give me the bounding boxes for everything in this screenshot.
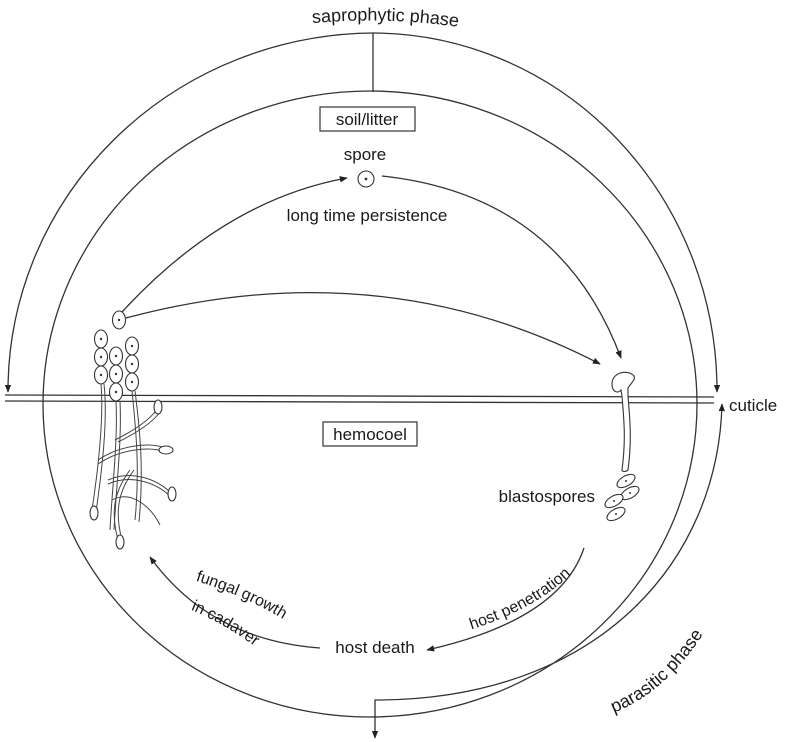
soil-litter-box (319, 106, 416, 132)
host-penetration-label: host penetration (467, 565, 574, 634)
arrow-direct-dispersal (125, 292, 601, 365)
blastospores-icon (604, 473, 640, 522)
arrow-host-penetration (426, 547, 585, 652)
blastospores-label: blastospores (499, 487, 595, 506)
hemocoel-label: hemocoel (333, 425, 407, 444)
parasitic-phase-label: parasitic phase (607, 625, 706, 716)
arrow-spore-to-germination (381, 175, 622, 359)
conidia-cluster-icon (93, 310, 140, 402)
cuticle-line-bottom (4, 400, 715, 404)
saprophytic-arc-left (4, 32, 374, 393)
long-time-persistence-label: long time persistence (287, 206, 448, 225)
spore-label: spore (344, 145, 387, 164)
spore-icon (357, 170, 375, 188)
hyphae-icon (89, 383, 177, 550)
saprophytic-arc-right (372, 32, 721, 393)
saprophytic-phase-label: saprophytic phase (311, 5, 460, 31)
cuticle-label: cuticle (729, 396, 777, 415)
arrow-fungal-growth (149, 556, 321, 649)
parasitic-arc (371, 403, 726, 739)
germinating-spore-icon (611, 371, 635, 473)
hemocoel-box (322, 421, 418, 447)
cuticle-line-top (4, 394, 715, 398)
host-death-label: host death (335, 638, 414, 657)
arrow-spore-release (121, 176, 348, 313)
soil-litter-label: soil/litter (336, 110, 399, 129)
